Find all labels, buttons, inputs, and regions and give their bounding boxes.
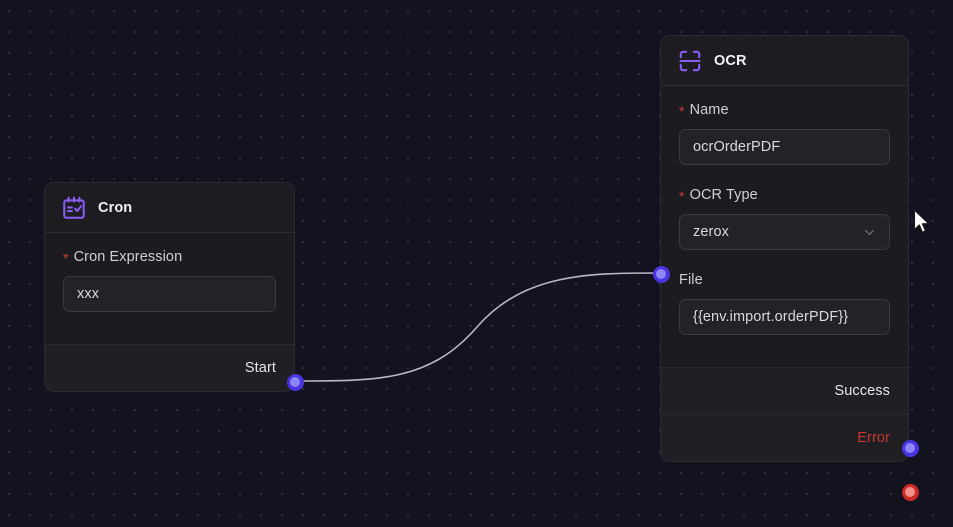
ocr-name-input[interactable]: ocrOrderPDF <box>679 129 890 165</box>
field-ocr-type: * OCR Type zerox <box>679 187 890 250</box>
field-ocr-type-label: * OCR Type <box>679 187 890 203</box>
port-cron-start[interactable] <box>286 373 304 391</box>
port-ocr-error-dot <box>905 487 915 497</box>
node-cron-header[interactable]: Cron <box>45 183 294 233</box>
port-ocr-success[interactable] <box>901 439 919 457</box>
cron-expression-input[interactable]: xxx <box>63 276 276 312</box>
node-cron-body: * Cron Expression xxx <box>45 233 294 344</box>
node-ocr-title: OCR <box>714 52 747 69</box>
node-ocr-header[interactable]: OCR <box>661 36 908 86</box>
mouse-pointer-icon <box>913 209 930 233</box>
node-ocr-error-row[interactable]: Error <box>661 414 908 461</box>
port-cron-start-dot <box>290 377 300 387</box>
field-cron-expression-label: * Cron Expression <box>63 249 276 265</box>
port-label-success: Success <box>834 383 890 399</box>
scan-frame-icon <box>679 50 701 71</box>
node-cron-start-row[interactable]: Start <box>45 344 294 391</box>
required-star-icon: * <box>679 103 685 119</box>
field-ocr-type-label-text: OCR Type <box>689 187 758 203</box>
port-ocr-error[interactable] <box>901 483 919 501</box>
port-label-start: Start <box>244 360 276 376</box>
field-ocr-file: File {{env.import.orderPDF}} <box>679 272 890 335</box>
field-ocr-name: * Name ocrOrderPDF <box>679 102 890 165</box>
node-cron-title: Cron <box>98 199 133 216</box>
port-ocr-success-dot <box>905 443 915 453</box>
chevron-down-icon <box>865 229 874 235</box>
port-ocr-input[interactable] <box>652 265 670 283</box>
field-cron-expression: * Cron Expression xxx <box>63 249 276 312</box>
ocr-file-value: {{env.import.orderPDF}} <box>693 309 849 325</box>
field-cron-expression-label-text: Cron Expression <box>73 249 183 265</box>
ocr-type-value: zerox <box>693 224 729 240</box>
node-ocr[interactable]: OCR * Name ocrOrderPDF * OCR Type zerox <box>652 35 919 501</box>
edge-cron-start-to-ocr-input <box>293 272 661 382</box>
calendar-check-icon <box>63 196 85 219</box>
node-cron[interactable]: Cron * Cron Expression xxx Start <box>44 182 304 392</box>
field-ocr-name-label-text: Name <box>689 102 729 118</box>
node-ocr-body: * Name ocrOrderPDF * OCR Type zerox <box>661 86 908 367</box>
port-label-error: Error <box>857 430 890 446</box>
port-ocr-input-dot <box>656 269 666 279</box>
field-ocr-file-label: File <box>679 272 890 288</box>
ocr-name-value: ocrOrderPDF <box>693 139 781 155</box>
required-star-icon: * <box>679 188 685 204</box>
ocr-type-select[interactable]: zerox <box>679 214 890 250</box>
node-ocr-success-row[interactable]: Success <box>661 367 908 414</box>
required-star-icon: * <box>63 250 69 266</box>
field-ocr-name-label: * Name <box>679 102 890 118</box>
ocr-file-input[interactable]: {{env.import.orderPDF}} <box>679 299 890 335</box>
field-ocr-file-label-text: File <box>679 272 703 288</box>
cron-expression-value: xxx <box>77 286 100 302</box>
